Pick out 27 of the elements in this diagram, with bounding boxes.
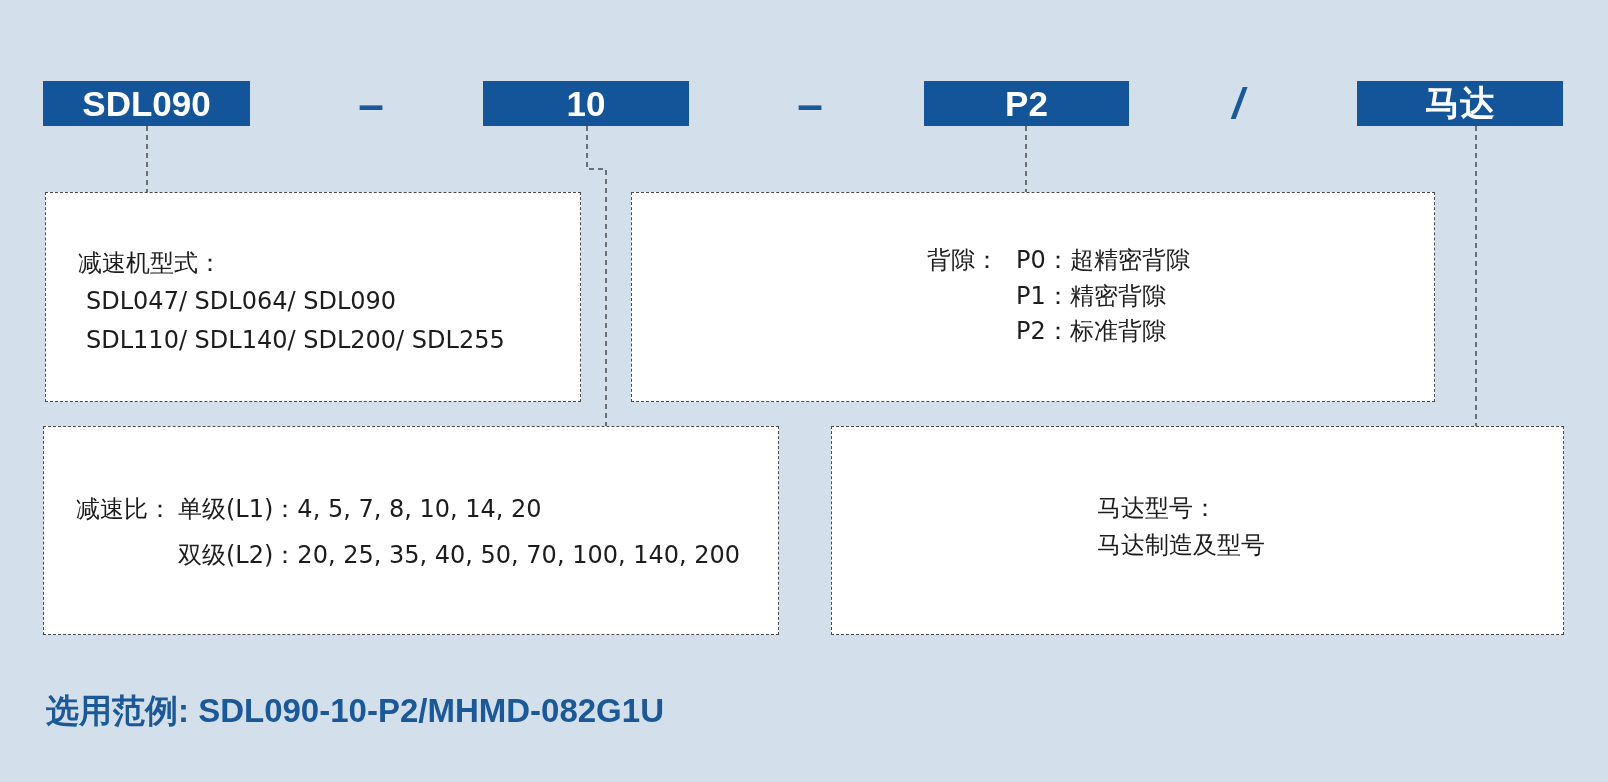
dashed-connector	[146, 125, 148, 193]
description-panel	[631, 192, 1435, 402]
example-text: 选用范例: SDL090-10-P2/MHMD-082G1U	[46, 694, 664, 727]
panel-heading: 减速比：	[76, 494, 172, 524]
option-text: P2：标准背隙	[1016, 316, 1166, 346]
model-code-tag: 马达	[1357, 81, 1563, 126]
option-text: 双级(L2)：20, 25, 35, 40, 50, 70, 100, 140, 200	[178, 540, 741, 570]
option-text: P1：精密背隙	[1016, 281, 1166, 311]
panel-heading: 背隙：	[927, 245, 999, 275]
dashed-connector	[586, 125, 607, 427]
panel-heading: 减速机型式：	[78, 248, 222, 278]
model-code-tag: P2	[924, 81, 1129, 126]
separator-dash: –	[358, 81, 384, 127]
dashed-connector	[1025, 125, 1027, 193]
model-code-tag: 10	[483, 81, 689, 126]
option-text: SDL110/ SDL140/ SDL200/ SDL255	[86, 325, 505, 355]
description-panel	[831, 426, 1564, 635]
option-text: 单级(L1)：4, 5, 7, 8, 10, 14, 20	[178, 494, 542, 524]
panel-heading: 马达型号：	[1097, 493, 1217, 523]
separator-dash: –	[797, 81, 823, 127]
option-text: P0：超精密背隙	[1016, 245, 1190, 275]
description-panel	[45, 192, 581, 402]
dashed-connector	[1475, 125, 1477, 427]
option-text: 马达制造及型号	[1097, 530, 1265, 560]
description-panel	[43, 426, 779, 635]
option-text: SDL047/ SDL064/ SDL090	[86, 286, 397, 316]
model-code-tag: SDL090	[43, 81, 250, 126]
